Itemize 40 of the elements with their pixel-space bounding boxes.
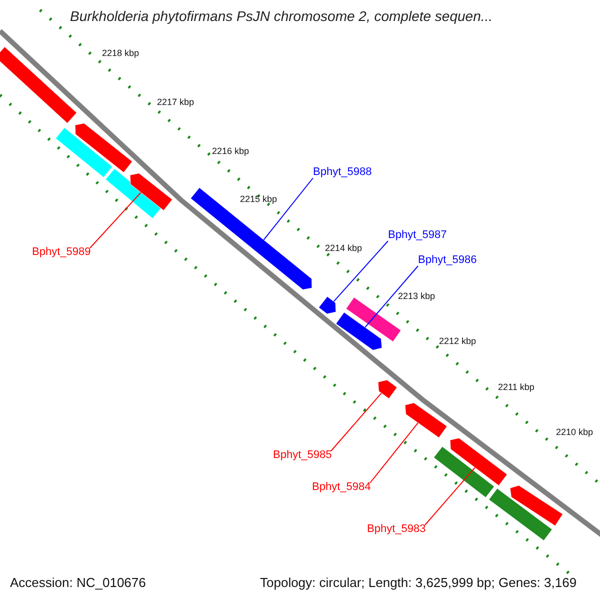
gene-label: Bphyt_5985: [273, 449, 332, 462]
leader-line: [330, 392, 382, 452]
leader-line: [364, 266, 418, 328]
gene-label: Bphyt_5987: [388, 229, 447, 242]
gene-feature: [0, 46, 77, 124]
accession-text: Accession: NC_010676: [10, 576, 146, 590]
leader-line: [333, 240, 388, 302]
gene-label: Bphyt_5984: [312, 481, 371, 494]
gene-feature: [318, 296, 336, 314]
leader-line: [370, 422, 419, 484]
title: Burkholderia phytofirmans PsJN chromosome 2, complete sequen...: [70, 9, 493, 24]
gene-feature: [190, 187, 312, 290]
gene-feature: [74, 122, 133, 173]
scale-label: 2213 kbp: [398, 292, 436, 302]
scale-label: 2216 kbp: [212, 147, 250, 157]
scale-label: 2212 kbp: [439, 337, 476, 347]
gene-feature: [404, 402, 448, 438]
scale-label: 2214 kbp: [325, 244, 362, 254]
scale-label: 2215 kbp: [240, 195, 278, 205]
scale-label: 2211 kbp: [498, 383, 534, 393]
gene-feature: [378, 380, 398, 399]
gene-label: Bphyt_5983: [367, 523, 426, 536]
scale-label: 2218 kbp: [102, 49, 140, 59]
gene-label: Bphyt_5986: [418, 254, 477, 266]
gene-label: Bphyt_5988: [313, 166, 372, 178]
leader-line: [263, 178, 314, 240]
leader-line: [90, 192, 142, 248]
gene-feature: [510, 485, 564, 526]
genome-info-text: Topology: circular; Length: 3,625,999 bp; Genes: 3,169: [260, 576, 577, 590]
leader-line: [424, 467, 476, 526]
gene-feature: [336, 312, 382, 350]
gene-feature: [433, 446, 495, 498]
gene-feature: [488, 488, 552, 541]
gene-feature: [450, 438, 508, 486]
gene-feature: [105, 168, 162, 219]
gene-label: Bphyt_5989: [32, 246, 91, 258]
scale-label: 2210 kbp: [556, 428, 594, 438]
gene-feature: [130, 172, 173, 211]
scale-label: 2217 kbp: [157, 98, 194, 108]
gene-feature: [55, 127, 113, 178]
